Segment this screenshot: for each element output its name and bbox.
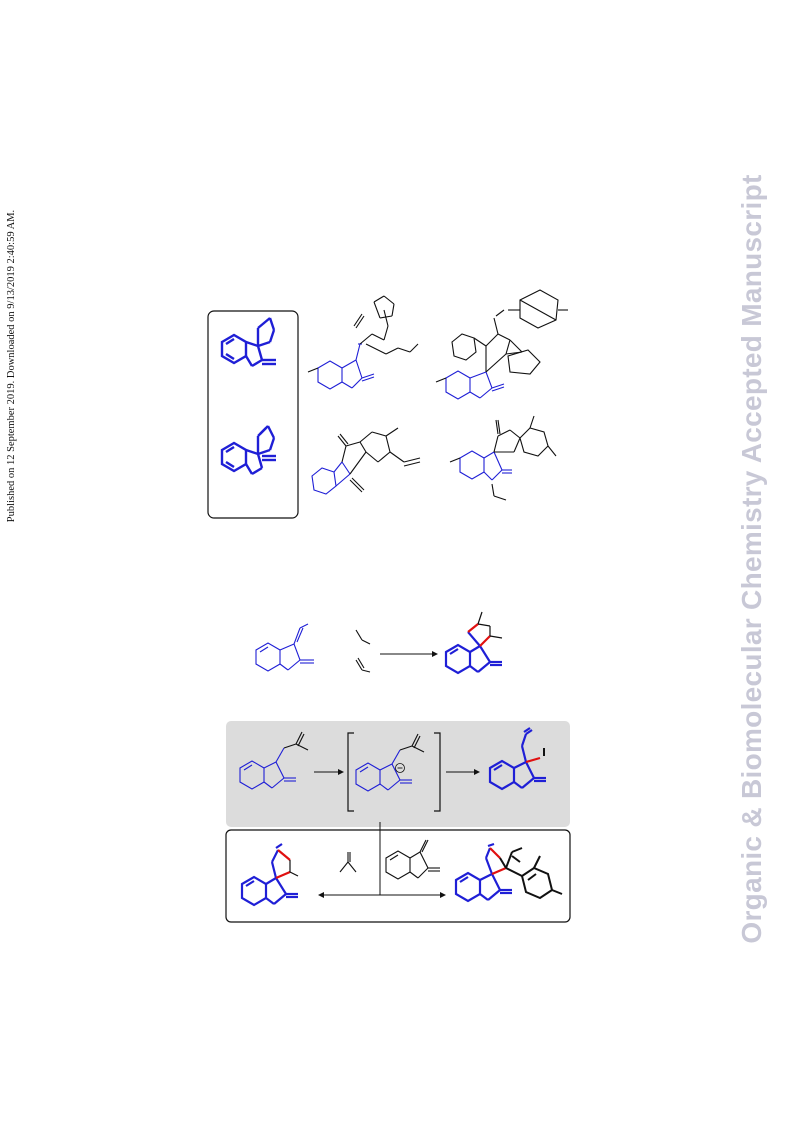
- intermediate-brackets: [347, 732, 441, 812]
- left-branch-product: [240, 843, 299, 907]
- scaffold-box: [207, 310, 299, 519]
- natural-product-2: [311, 427, 421, 495]
- reaction-reagents: [355, 629, 371, 673]
- mechanism-products-box: [225, 829, 571, 923]
- natural-product-4: [449, 415, 557, 501]
- right-branch-product: [454, 842, 563, 903]
- figure-mechanism: [225, 721, 571, 923]
- figure-reaction: [255, 611, 503, 675]
- mechanism-shaded-panel: [226, 721, 570, 827]
- reaction-product: [444, 611, 503, 675]
- reaction-arrow: [380, 651, 438, 657]
- reaction-substrate: [255, 623, 314, 672]
- scaffold-structure-bottom: [220, 425, 276, 476]
- natural-product-3: [435, 289, 568, 400]
- mechanism-intermediate: [355, 749, 412, 792]
- mechanism-starting-material: [239, 747, 296, 790]
- natural-product-1: [307, 295, 419, 390]
- carbanion-charge: [395, 763, 405, 773]
- left-branch-reagent: [339, 852, 357, 873]
- mechanism-spiro-product: [488, 727, 546, 791]
- scaffold-structure-top: [220, 317, 276, 368]
- right-branch-reagent: [385, 839, 440, 880]
- figure-scaffolds: [207, 289, 568, 519]
